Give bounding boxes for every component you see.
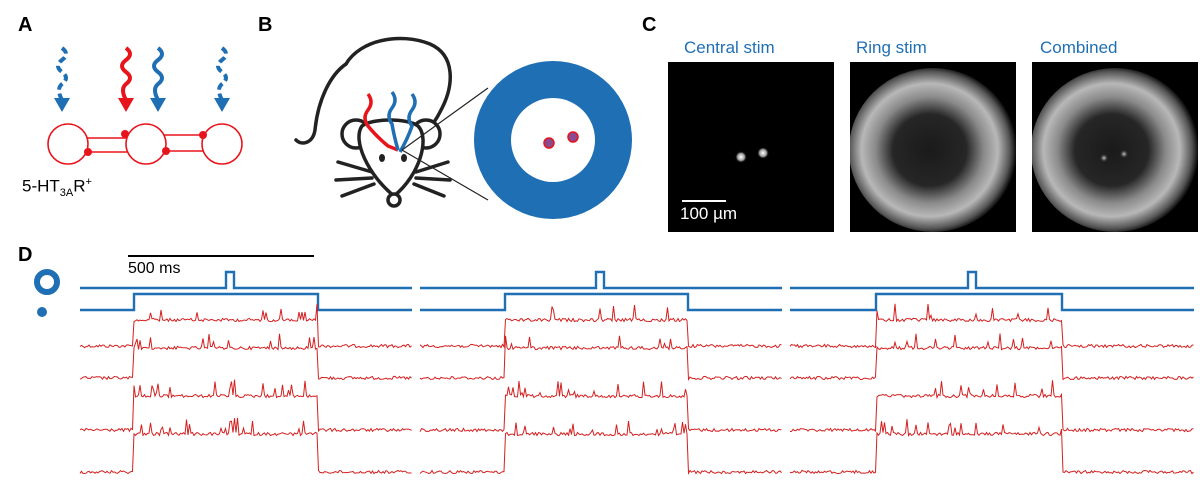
central-stim-line xyxy=(790,292,1194,312)
arrowhead xyxy=(118,98,134,112)
voltage-trace xyxy=(419,381,782,433)
light-arrow-blue-dashed-left xyxy=(56,46,68,101)
voltage-trace xyxy=(79,333,412,381)
panel-label-d: D xyxy=(18,244,33,266)
panel-a-diagram xyxy=(47,46,243,165)
arrowhead xyxy=(150,98,166,112)
image-title-central: Central stim xyxy=(684,38,775,57)
receptor-label-sup: + xyxy=(85,176,92,188)
arrowhead xyxy=(54,98,70,112)
cell-spot xyxy=(1099,153,1109,163)
receptor-label-r: R xyxy=(73,176,86,196)
central-stim-line xyxy=(420,292,782,312)
zoom-lines xyxy=(401,87,489,201)
neuron-chain xyxy=(47,123,243,165)
stim-icons xyxy=(34,269,60,317)
panel-label-a: A xyxy=(18,14,33,36)
ring-stim-line xyxy=(420,270,782,290)
voltage-trace xyxy=(789,380,1194,433)
voltage-trace xyxy=(419,304,782,349)
cell-spot xyxy=(1119,149,1129,159)
voltage-traces xyxy=(79,303,1194,476)
mouse-eyes xyxy=(379,154,407,162)
voltage-trace xyxy=(789,333,1194,381)
optic-fibers xyxy=(363,90,417,153)
light-arrow-red xyxy=(120,46,132,101)
light-arrow-blue xyxy=(152,46,164,101)
ring-stim-line xyxy=(80,270,412,290)
cell-spot xyxy=(735,151,747,163)
stim-lines xyxy=(80,270,1194,312)
ring-stim-line xyxy=(790,270,1194,290)
voltage-trace xyxy=(419,335,782,381)
time-scale-label: 500 ms xyxy=(128,260,181,277)
voltage-trace xyxy=(79,303,412,349)
micrograph-combined xyxy=(1032,62,1198,232)
receptor-label-sub: 3A xyxy=(59,187,74,200)
arrowhead xyxy=(214,98,230,112)
ring-glow xyxy=(850,68,1016,232)
voltage-trace xyxy=(79,417,412,475)
image-title-combined: Combined xyxy=(1040,38,1118,57)
voltage-trace xyxy=(419,421,782,476)
voltage-trace xyxy=(789,303,1194,349)
panel-d-diagram xyxy=(34,255,1194,476)
light-arrow-blue-dashed-right xyxy=(216,46,228,101)
cell-spot xyxy=(757,147,769,159)
micrograph-ring xyxy=(850,62,1016,232)
micrograph-central: 100 µm xyxy=(668,62,834,232)
mouse-icon xyxy=(294,36,452,208)
image-title-ring: Ring stim xyxy=(856,38,927,57)
ring-glow xyxy=(1032,68,1198,232)
receptor-label: 5-HT3AR+ xyxy=(22,176,92,199)
panel-label-b: B xyxy=(258,14,273,36)
panel-b-diagram xyxy=(294,36,632,219)
scale-bar-label: 100 µm xyxy=(680,204,738,223)
panel-label-c: C xyxy=(642,14,657,36)
voltage-trace xyxy=(79,379,412,433)
central-stim-line xyxy=(80,292,412,312)
synapse-dots xyxy=(84,130,207,156)
receptor-label-base: 5-HT xyxy=(22,176,60,196)
voltage-trace xyxy=(789,419,1194,475)
stimulation-ring xyxy=(474,61,632,219)
